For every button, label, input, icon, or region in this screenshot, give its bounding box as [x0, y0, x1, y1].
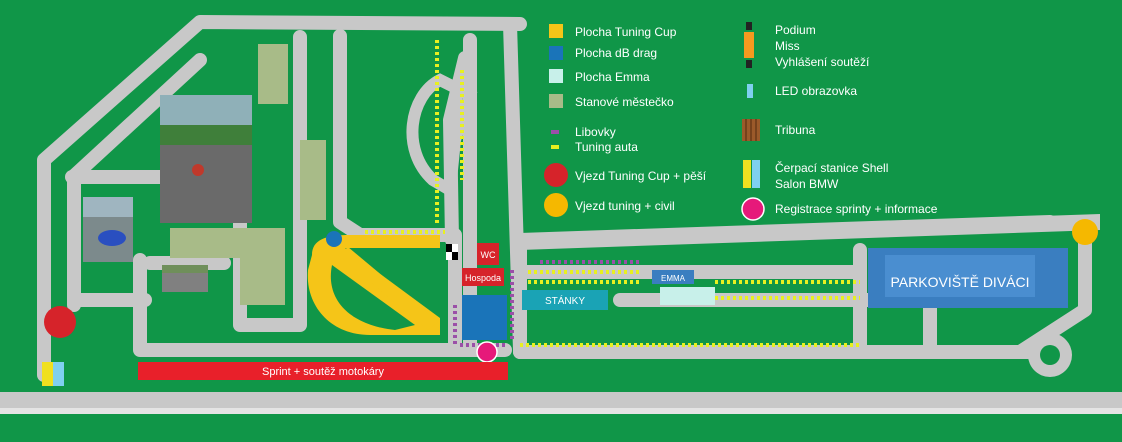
east-entrance-road [520, 214, 1100, 250]
emma-label: EMMA [661, 274, 686, 283]
legend-swatch-db-drag [549, 46, 563, 60]
podium-icon-bottom [746, 60, 752, 68]
tent-area-2 [300, 140, 326, 220]
tuning-auta-markings [365, 40, 860, 347]
bmw-icon [752, 160, 760, 188]
legend-label-bmw: Salon BMW [775, 177, 839, 191]
legend-swatch-tuning-cup [549, 24, 563, 38]
registration-zone [462, 295, 507, 340]
shell-icon [743, 160, 751, 188]
registration-point [476, 341, 498, 363]
podium-icon [744, 32, 754, 58]
photo-motorbike [83, 197, 133, 262]
sprint-area [138, 362, 508, 380]
legend-label-tuning-cup: Plocha Tuning Cup [575, 25, 677, 39]
parking-label: PARKOVIŠTĚ DIVÁCI [891, 274, 1030, 290]
wc-building [477, 243, 499, 265]
tent-area-3 [170, 228, 285, 305]
tent-area-1 [258, 44, 288, 104]
hospoda-building [462, 268, 504, 286]
registrace-icon [741, 197, 765, 221]
entry-tuning-civil-marker [1072, 219, 1098, 245]
entry-tuning-cup-marker [44, 306, 76, 338]
photo-karts [160, 95, 252, 223]
oval-loop [406, 73, 478, 200]
legend-label-entry-tuning: Vjezd tuning + civil [575, 199, 675, 213]
legend-swatch-entry-cup [544, 163, 568, 187]
tuning-cup-inner [330, 265, 415, 330]
podium-icon-top [746, 22, 752, 30]
roundabout-east-center [1040, 345, 1060, 365]
emma-sign [652, 270, 694, 284]
stanky-area [522, 290, 608, 310]
road-shoulder [0, 408, 1122, 414]
stanky-label: STÁNKY [545, 294, 585, 307]
legend-label-tribuna: Tribuna [775, 123, 816, 137]
hospoda-label: Hospoda [465, 273, 501, 283]
legend-label-entry-cup: Vjezd Tuning Cup + pěší [575, 169, 707, 183]
legend-swatch-libovky [551, 130, 559, 134]
legend-label-emma: Plocha Emma [575, 70, 650, 84]
legend-label-registrace: Registrace sprinty + informace [775, 202, 938, 216]
parking-inner [885, 255, 1035, 297]
finish-line-flag-check-2 [452, 252, 458, 260]
legend-label-tents: Stanové městečko [575, 95, 674, 109]
legend-label-led: LED obrazovka [775, 84, 857, 98]
photo-track [162, 265, 208, 292]
emma-area [660, 287, 715, 305]
tribuna-icon [742, 119, 760, 141]
main-road [0, 392, 1122, 408]
led-icon [747, 84, 753, 98]
legend-label-miss: Miss [775, 39, 800, 53]
libovky-markings [453, 260, 640, 347]
shell-marker [42, 362, 53, 386]
legend-left: Plocha Tuning Cup Plocha dB drag Plocha … [544, 24, 707, 217]
bmw-marker [53, 362, 64, 386]
wc-label: WC [481, 250, 496, 260]
legend-label-podium: Podium [775, 23, 816, 37]
legend-label-libovky: Libovky [575, 125, 616, 139]
legend-right: Podium Miss Vyhlášení soutěží LED obrazo… [741, 22, 938, 221]
legend-swatch-emma [549, 69, 563, 83]
legend-label-vyhlaseni: Vyhlášení soutěží [775, 55, 870, 69]
legend-label-tuning-auta: Tuning auta [575, 140, 638, 154]
legend-swatch-entry-tuning [544, 193, 568, 217]
legend-swatch-tents [549, 94, 563, 108]
finish-line-flag-check [446, 244, 452, 252]
roundabout-west [326, 231, 342, 247]
legend-swatch-tuning-auta [551, 145, 559, 149]
legend-label-shell: Čerpací stanice Shell [775, 160, 888, 175]
legend-label-db-drag: Plocha dB drag [575, 46, 657, 60]
diagonal-strip [338, 247, 438, 330]
sprint-label: Sprint + soutěž motokáry [262, 366, 384, 378]
